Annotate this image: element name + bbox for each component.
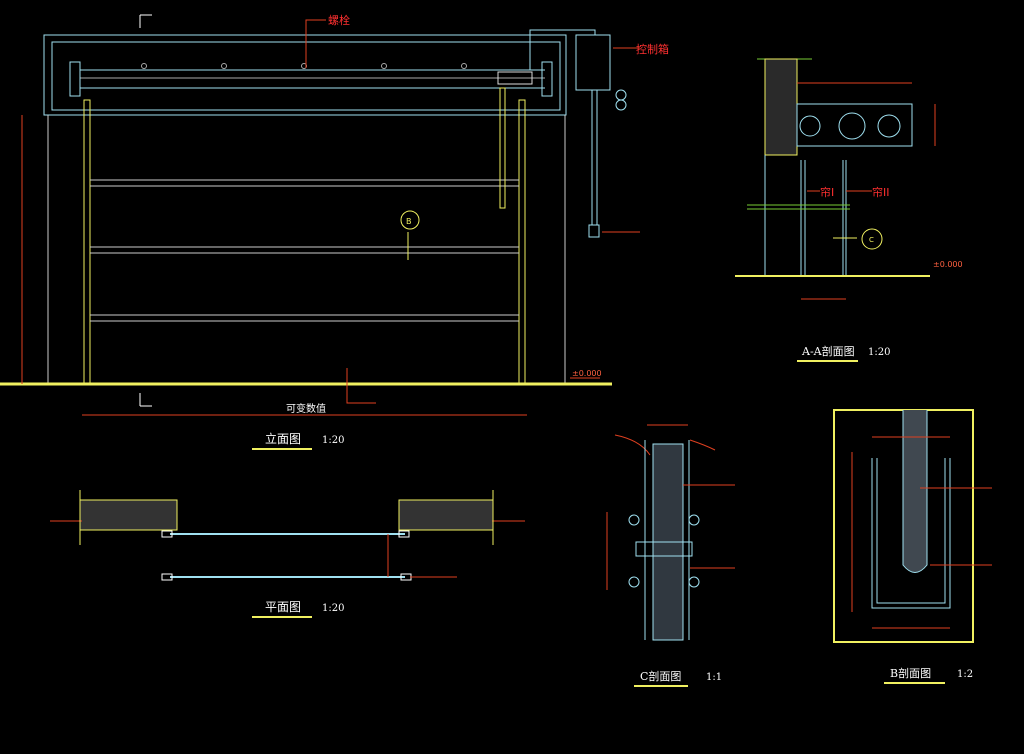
plan-scale: 1:20 <box>322 603 344 614</box>
section-c-scale: 1:1 <box>706 672 722 683</box>
plan-title: 平面图 <box>265 600 301 614</box>
elevation-view <box>0 14 640 416</box>
section-c-title: C剖面图 <box>640 669 681 683</box>
plan-view <box>50 490 525 581</box>
variable-dimension-label: 可变数值 <box>286 402 326 415</box>
curtain-1-label: 帘I <box>820 185 834 199</box>
section-b-title: B剖面图 <box>890 666 931 680</box>
curtain-2-label: 帘II <box>872 185 890 199</box>
section-aa-scale: 1:20 <box>868 347 890 358</box>
elevation-level: ±0.000 <box>572 369 602 378</box>
detail-marker-b: B <box>406 217 412 226</box>
section-aa-title: A-A剖面图 <box>801 344 855 358</box>
bolt-label: 螺栓 <box>328 13 350 27</box>
section-aa-level: ±0.000 <box>933 260 963 269</box>
section-c-view <box>606 424 735 641</box>
detail-marker-c: C <box>869 236 874 244</box>
section-b-scale: 1:2 <box>957 669 973 680</box>
elevation-scale: 1:20 <box>322 435 344 446</box>
elevation-title: 立面图 <box>265 431 301 446</box>
section-b-view <box>833 409 992 643</box>
control-box-label: 控制箱 <box>636 42 669 56</box>
section-aa-view <box>735 58 936 300</box>
